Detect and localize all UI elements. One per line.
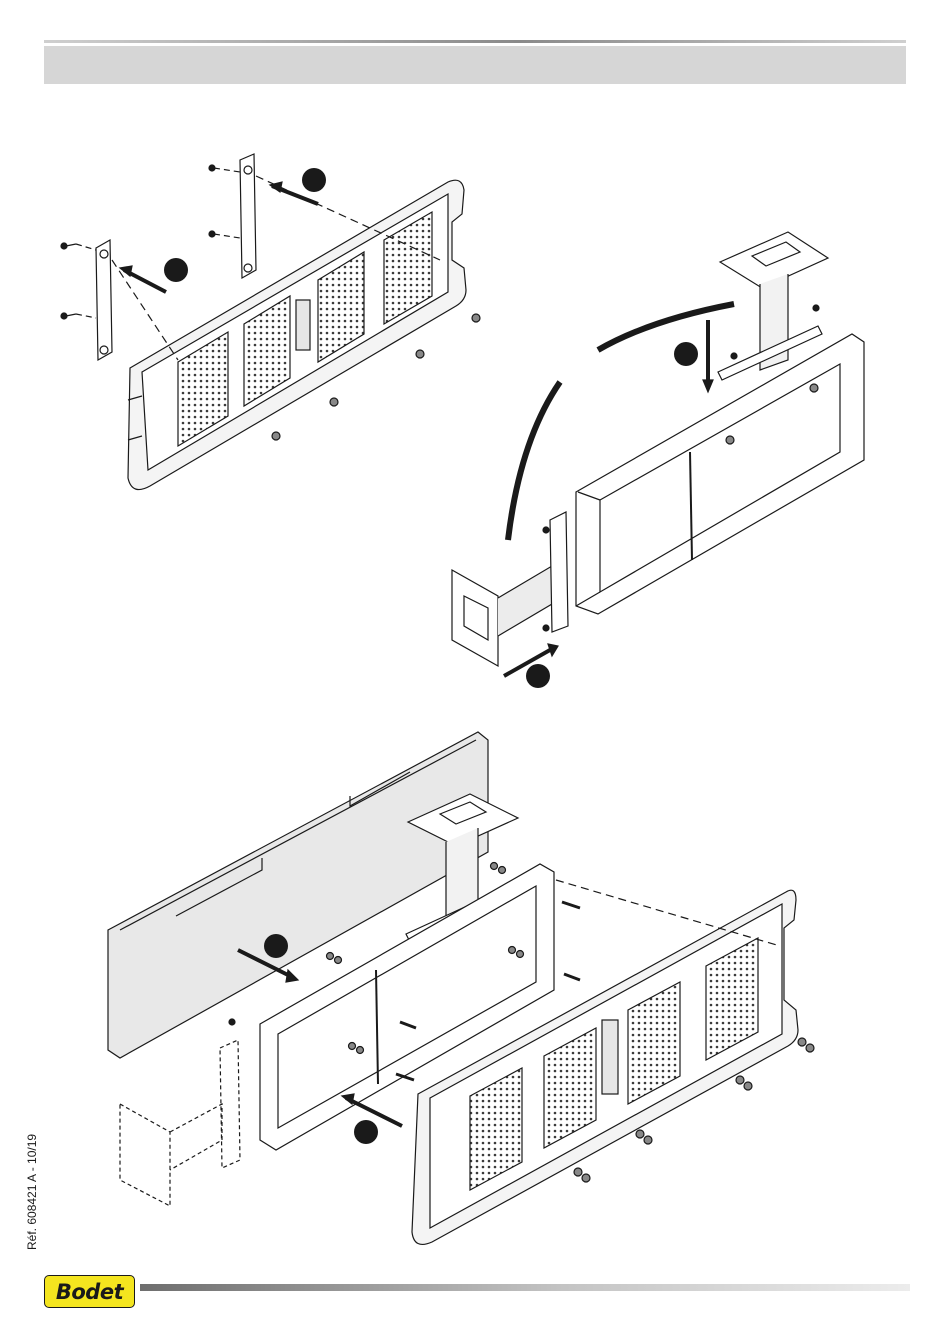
reference-number: Réf. 608421 A - 10/19 [25,1134,39,1250]
bodet-logo: Bodet [44,1275,135,1308]
bodet-logo-text: Bodet [56,1280,123,1304]
phantom-side-bracket [120,1040,240,1206]
figure-display-wall-brackets [61,154,480,490]
figure-exploded-assembly [108,732,814,1244]
footer-rule [140,1284,910,1291]
figure-frame-post-bracket [452,232,864,688]
wall-bracket-left [61,240,178,360]
